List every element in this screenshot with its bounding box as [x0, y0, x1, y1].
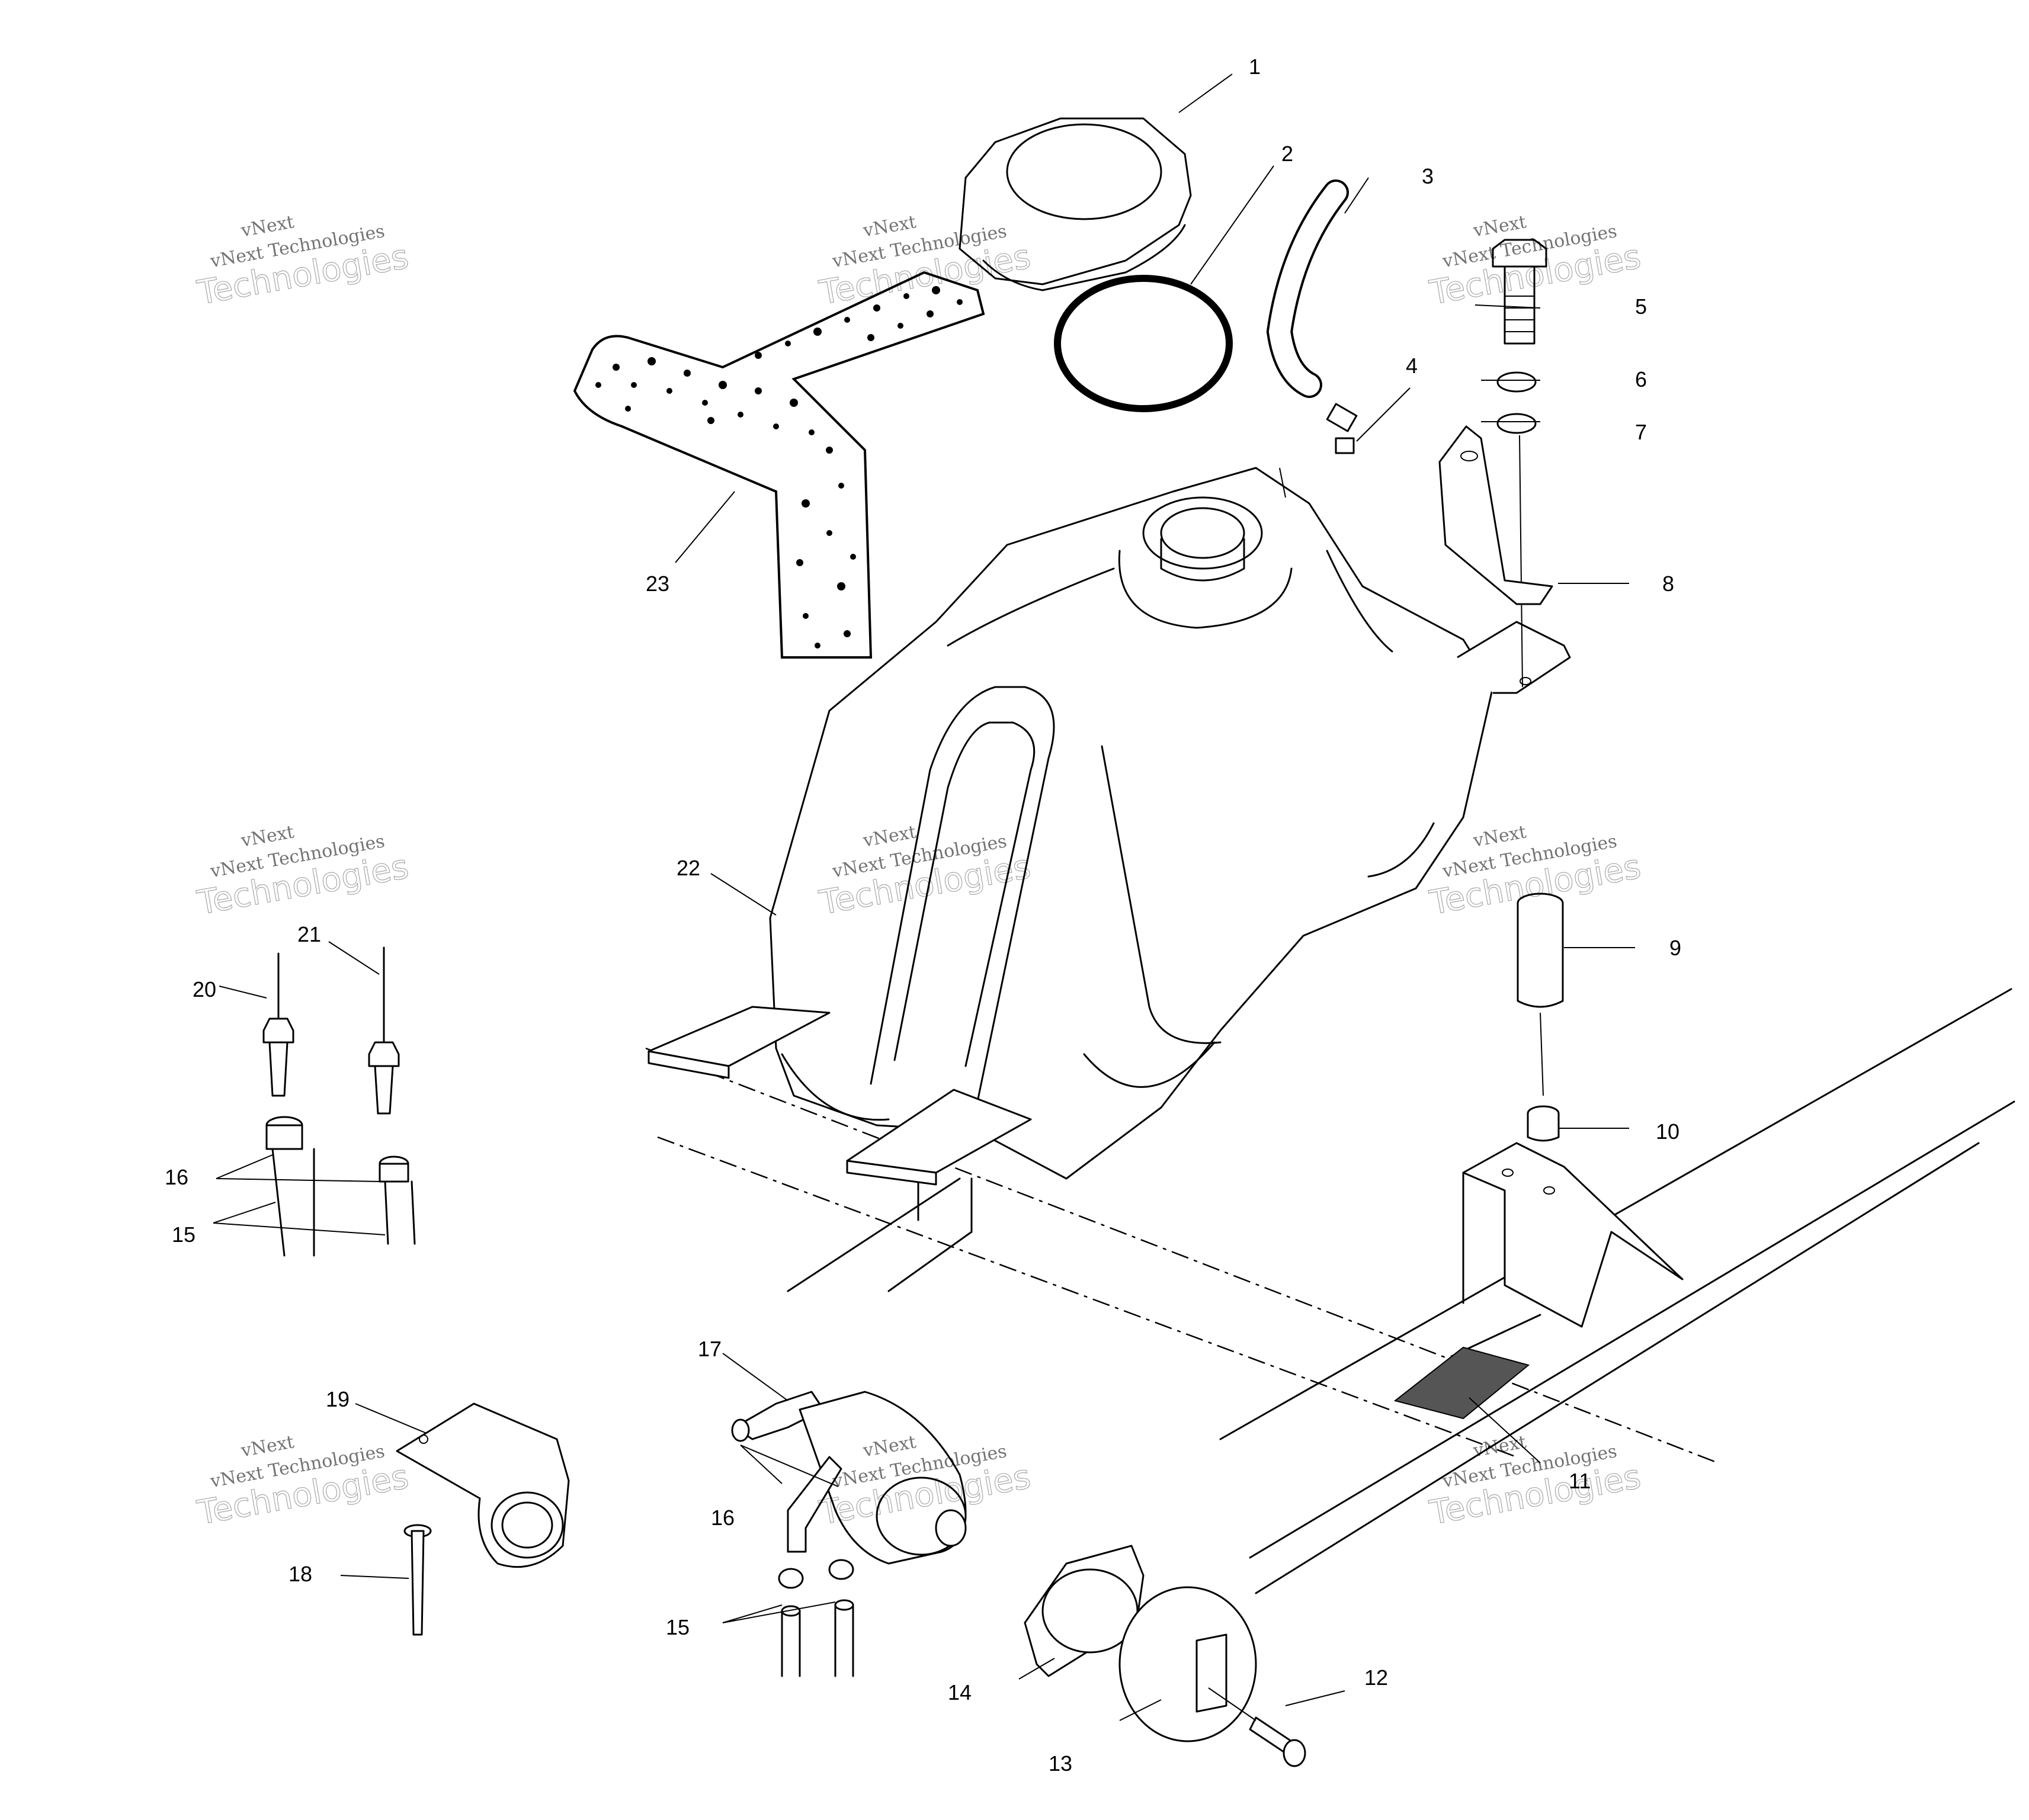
callout-19: 19 — [326, 1387, 350, 1411]
callout-1: 1 — [1249, 54, 1261, 79]
bolt-5 — [1492, 239, 1547, 345]
watermark-1: vNext vNext Technologies Technologies — [194, 211, 412, 313]
bushing-10 — [1527, 1105, 1560, 1142]
bolt-axis-line — [1519, 435, 1523, 688]
hoses-15-lower — [781, 1599, 854, 1677]
washer-6 — [1496, 371, 1537, 393]
watermark-9: vNext vNext Technologies Technologies — [1426, 1431, 1644, 1533]
fuel-tank-22 — [769, 467, 1571, 1180]
o-ring-2 — [1054, 275, 1233, 412]
callout-13: 13 — [1049, 1751, 1072, 1776]
fitting-20 — [262, 952, 294, 1097]
watermark-4: vNext vNext Technologies Technologies — [194, 821, 412, 923]
decal-11 — [1393, 1346, 1530, 1420]
fitting-4 — [1326, 403, 1358, 454]
fuel-gauge-cap-13 — [1118, 1586, 1257, 1742]
callout-9: 9 — [1669, 936, 1681, 960]
callout-21: 21 — [297, 922, 321, 946]
callout-7: 7 — [1635, 420, 1647, 444]
callout-labels: 1 2 3 4 5 6 7 8 9 10 11 12 13 14 15 16 1… — [165, 54, 1681, 1776]
frame-rails — [645, 988, 2015, 1594]
callout-5: 5 — [1635, 294, 1647, 319]
callout-2: 2 — [1281, 142, 1293, 166]
callout-12: 12 — [1364, 1665, 1388, 1690]
callout-16-upper: 16 — [165, 1165, 188, 1189]
hoses-15-upper — [271, 1148, 416, 1257]
callout-10: 10 — [1656, 1119, 1679, 1144]
clamps-16-upper — [265, 1116, 409, 1183]
svg-text:vNext: vNext — [239, 211, 296, 241]
spacer-9 — [1517, 893, 1564, 1008]
callout-15-upper: 15 — [172, 1222, 195, 1247]
rivet-18 — [403, 1524, 432, 1636]
svg-text:vNext: vNext — [239, 1431, 296, 1461]
callout-6: 6 — [1635, 367, 1647, 391]
leader-lines — [213, 73, 1635, 1721]
watermark-7: vNext vNext Technologies Technologies — [194, 1431, 412, 1533]
svg-text:vNext: vNext — [1471, 211, 1528, 241]
callout-16-lower: 16 — [711, 1506, 735, 1530]
watermark-6: vNext vNext Technologies Technologies — [1426, 821, 1644, 923]
screw-12 — [1208, 1687, 1306, 1767]
clamps-16-lower — [778, 1559, 854, 1589]
callout-15-lower: 15 — [666, 1615, 690, 1639]
gas-cap-1 — [959, 117, 1192, 291]
callout-3: 3 — [1422, 164, 1434, 188]
foam-pad-23 — [573, 271, 985, 659]
vent-hose-3 — [1266, 179, 1349, 398]
bracket-8 — [1438, 425, 1553, 605]
callout-22: 22 — [677, 856, 700, 880]
callout-11: 11 — [1569, 1469, 1591, 1493]
svg-text:vNext: vNext — [861, 211, 918, 241]
svg-text:vNext: vNext — [239, 821, 296, 851]
bracket-19 — [396, 1402, 570, 1568]
tank-pads — [648, 1006, 1032, 1186]
callout-14: 14 — [948, 1680, 972, 1705]
spacer-axis-line — [1540, 1012, 1544, 1096]
svg-text:vNext: vNext — [1471, 1431, 1528, 1461]
frame-bracket — [1462, 1142, 1684, 1328]
washer-7 — [1496, 413, 1537, 434]
callout-8: 8 — [1662, 572, 1674, 596]
callout-17: 17 — [698, 1337, 722, 1361]
callout-18: 18 — [289, 1562, 312, 1586]
callout-23: 23 — [646, 572, 669, 596]
fuel-gauge-nut-14 — [1024, 1545, 1145, 1677]
callout-4: 4 — [1406, 354, 1418, 378]
svg-text:vNext: vNext — [1471, 821, 1528, 851]
fitting-21 — [368, 946, 400, 1115]
fuel-filter-17 — [731, 1391, 967, 1565]
watermark-3: vNext vNext Technologies Technologies — [1426, 211, 1644, 313]
callout-20: 20 — [193, 977, 216, 1002]
